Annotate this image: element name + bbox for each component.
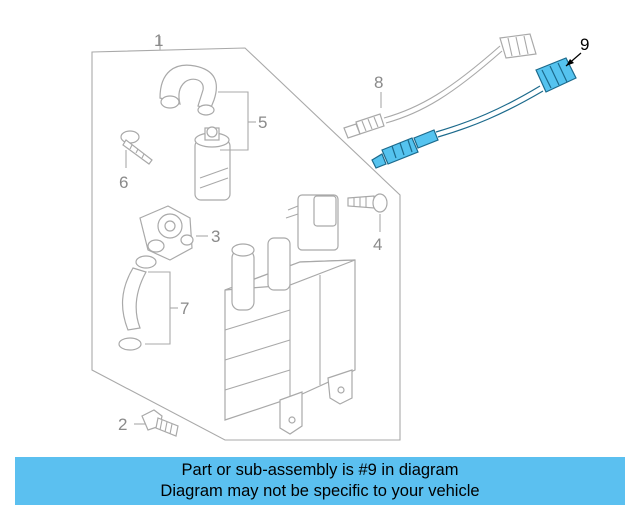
callout-7: 7 (180, 299, 189, 318)
banner-line-1: Part or sub-assembly is #9 in diagram (181, 461, 459, 479)
banner-line-2: Diagram may not be specific to your vehi… (160, 482, 480, 500)
callout-3: 3 (211, 227, 220, 246)
part-1-vapor-canister (224, 194, 356, 435)
part-6-screw (120, 130, 153, 165)
parts-diagram: 1 5 6 3 7 4 2 8 9 (91, 31, 589, 441)
assembly-outline (91, 47, 401, 441)
leader-lines (125, 52, 582, 425)
part-3-valve (139, 205, 194, 261)
callout-5: 5 (258, 113, 267, 132)
part-2-bolt (141, 409, 179, 437)
part-8-oxygen-sensor (343, 33, 537, 139)
part-4-bolt (347, 193, 388, 213)
callout-4: 4 (373, 235, 382, 254)
part-5-canister-hose (159, 64, 231, 201)
callout-1: 1 (154, 31, 163, 50)
info-banner: Part or sub-assembly is #9 in diagram Di… (15, 457, 625, 505)
part-9-oxygen-sensor-highlighted (371, 57, 577, 169)
callout-2: 2 (118, 415, 127, 434)
part-7-hose (118, 255, 157, 351)
callout-8: 8 (374, 73, 383, 92)
callout-6: 6 (119, 173, 128, 192)
callout-9: 9 (580, 35, 589, 54)
